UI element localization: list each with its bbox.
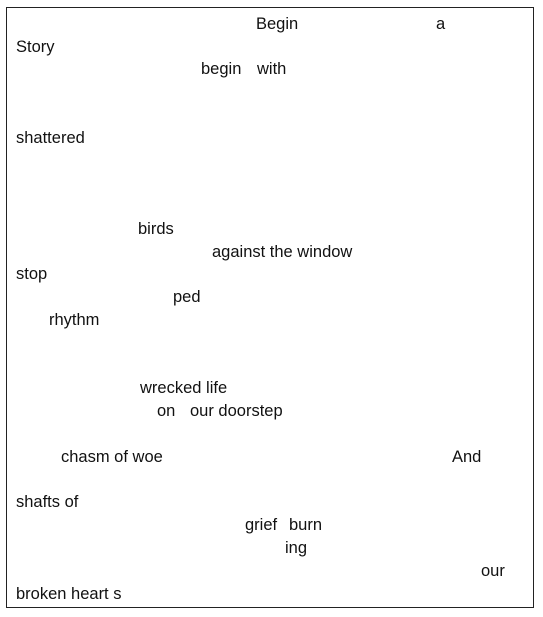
poem-word-burn: burn <box>289 516 323 534</box>
poem-word-grief: grief <box>245 516 278 534</box>
poem-phrase-shafts-of: shafts of <box>16 493 79 511</box>
poem-frame <box>6 7 534 608</box>
poem-word-begin-lower: begin <box>201 60 242 78</box>
poem-phrase-wrecked-life: wrecked life <box>140 379 228 397</box>
poem-word-with: with <box>257 60 287 78</box>
poem-word-rhythm: rhythm <box>49 311 100 329</box>
poem-word-ing: ing <box>285 539 308 557</box>
poem-word-stop: stop <box>16 265 48 283</box>
poem-word-our: our <box>481 562 505 580</box>
poem-word-ped: ped <box>173 288 201 306</box>
poem-phrase-broken-heart-s: broken heart s <box>16 585 122 603</box>
poem-word-story: Story <box>16 38 55 56</box>
poem-phrase-chasm-of-woe: chasm of woe <box>61 448 163 466</box>
poem-word-on: on <box>157 402 176 420</box>
poem-word-shattered: shattered <box>16 129 85 147</box>
poem-word-and: And <box>452 448 482 466</box>
poem-phrase-against-the-window: against the window <box>212 243 353 261</box>
poem-word-birds: birds <box>138 220 174 238</box>
poem-phrase-our-doorstep: our doorstep <box>190 402 283 420</box>
poem-word-a: a <box>436 15 446 33</box>
poem-word-begin: Begin <box>256 15 299 33</box>
